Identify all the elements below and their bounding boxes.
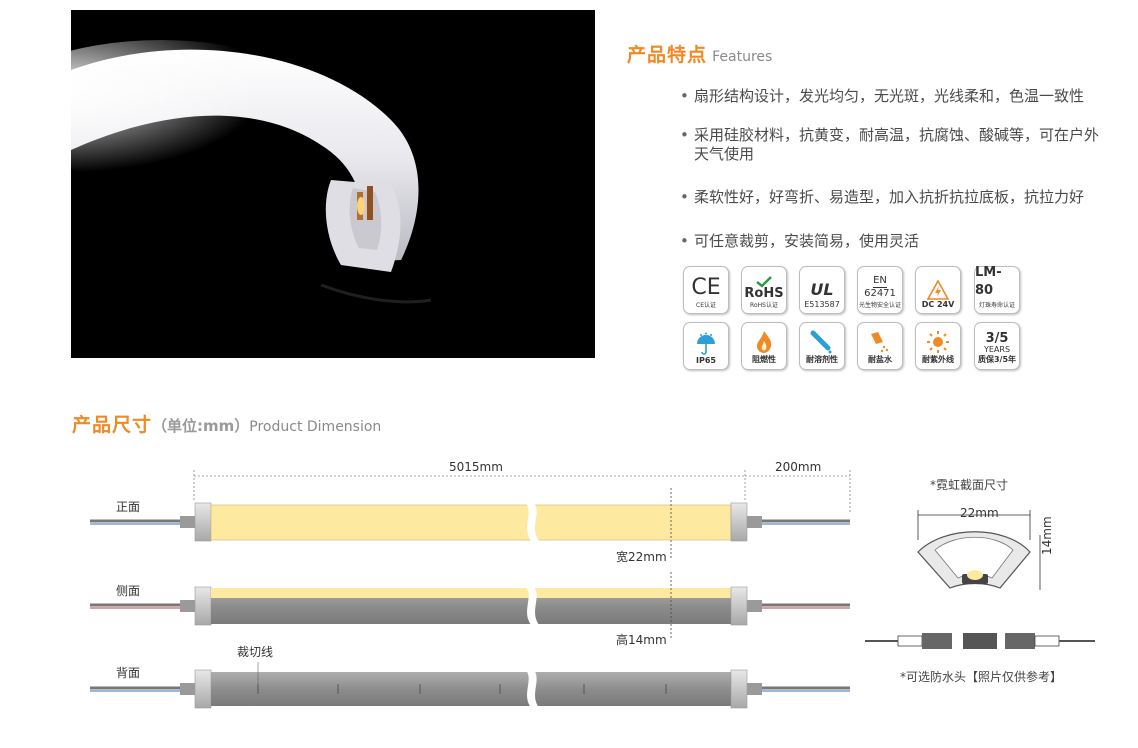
uv-resistant-sun-icon (927, 331, 949, 353)
features-title: 产品特点 (627, 44, 708, 66)
badge-salt: 耐盐水 (857, 322, 903, 370)
badge-warranty: 3/5 YEARS 质保3/5年 (974, 322, 1020, 370)
badge-rohs: RoHS RoHS认证 (741, 266, 787, 314)
width-label: 宽22mm (616, 550, 667, 564)
feature-item: • 柔软性好，好弯折、易造型，加入抗折抗拉底板，抗拉力好 (680, 188, 1085, 206)
features-heading: 产品特点 Features (627, 40, 772, 67)
neon-strip-photo-illustration (71, 10, 595, 358)
badge-ul: UL E513587 (799, 266, 845, 314)
dimension-unit: （单位:mm） (152, 417, 250, 435)
dimension-heading: 产品尺寸（单位:mm）Product Dimension (72, 410, 381, 437)
flame-retardant-icon (757, 331, 772, 353)
feature-item: • 采用硅胶材料，抗黄变，耐高温，抗腐蚀、酸碱等，可在户外天气使用 (680, 126, 1100, 163)
front-view-strip (90, 488, 850, 558)
bullet-icon: • (680, 87, 689, 105)
solvent-resistant-icon (810, 330, 832, 354)
section-width-label: 22mm (960, 506, 999, 520)
dimension-title: 产品尺寸 (72, 414, 153, 436)
bullet-icon: • (680, 188, 689, 206)
height-label: 高14mm (616, 633, 667, 647)
connector-caption: *可选防水头【照片仅供参考】 (900, 670, 1063, 684)
lead-length-label: 200mm (775, 460, 822, 474)
front-view-label: 正面 (116, 500, 141, 514)
bullet-icon: • (680, 126, 689, 144)
section-caption: *霓虹截面尺寸 (930, 478, 1009, 492)
salt-water-resistant-icon (871, 332, 889, 353)
feature-item: • 可任意裁剪，安装简易，使用灵活 (680, 232, 920, 250)
badge-ce: CE CE认证 (683, 266, 729, 314)
en-standard-icon: EN (873, 275, 887, 288)
badge-uv: 耐紫外线 (915, 322, 961, 370)
back-view-strip (90, 662, 850, 709)
optional-waterproof-connector (865, 633, 1095, 649)
badge-dc24v: DC 24V (915, 266, 961, 314)
ul-mark-icon: UL (810, 280, 834, 299)
ce-mark-icon: CE (691, 275, 721, 300)
rohs-mark-icon: RoHS (744, 286, 784, 301)
features-subtitle: Features (712, 49, 773, 65)
badge-solvent: 耐溶剂性 (799, 322, 845, 370)
bullet-icon: • (680, 232, 689, 250)
cut-line-label: 裁切线 (237, 645, 274, 659)
checkmark-icon (756, 276, 772, 288)
length-label: 5015mm (449, 460, 503, 474)
back-view-label: 背面 (116, 666, 141, 680)
side-view-strip (90, 572, 850, 640)
badge-en: EN 62471 光生物安全认证 (857, 266, 903, 314)
dimension-subtitle: Product Dimension (249, 419, 382, 435)
product-photo (71, 10, 595, 358)
badge-flame: 阻燃性 (741, 322, 787, 370)
waterproof-umbrella-icon (697, 332, 715, 355)
voltage-warning-icon (927, 280, 949, 300)
badge-lm80: LM-80 灯珠寿命认证 (974, 265, 1020, 314)
warranty-icon: 3/5 (985, 331, 1009, 346)
length-dimension-line (193, 470, 851, 512)
feature-item: • 扇形结构设计，发光均匀，无光斑，光线柔和，色温一致性 (680, 87, 1085, 105)
cross-section-drawing (917, 510, 1041, 590)
lm80-icon: LM-80 (975, 265, 1002, 298)
dimension-drawing (90, 470, 1095, 709)
badge-ip65: IP65 (683, 322, 729, 370)
side-view-label: 侧面 (116, 584, 141, 598)
